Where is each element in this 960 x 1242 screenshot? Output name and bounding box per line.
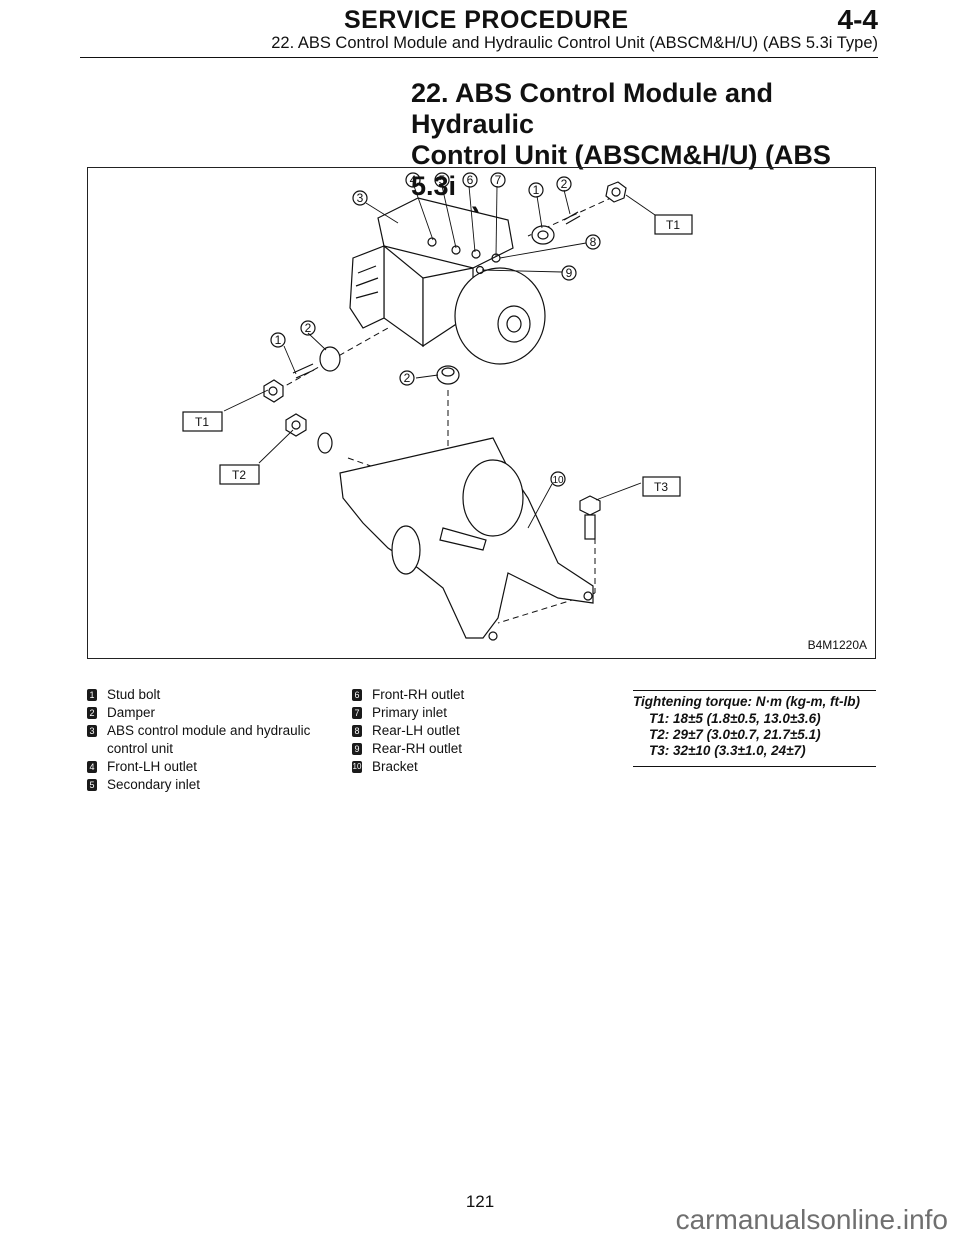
chapter-number: 4-4 bbox=[837, 4, 878, 35]
legend-marker: 7 bbox=[352, 707, 362, 719]
tag-t3: T3 bbox=[654, 480, 668, 494]
torque-tag-labels: T1 T1 T2 T3 bbox=[195, 218, 680, 494]
legend-item: 5 Secondary inlet bbox=[87, 776, 317, 794]
legend-text: Front-LH outlet bbox=[107, 759, 198, 774]
tightening-torque-box: Tightening torque: N·m (kg-m, ft-lb) T1:… bbox=[633, 690, 876, 767]
figure-code: B4M1220A bbox=[807, 638, 867, 652]
left-fasteners-drawing bbox=[263, 346, 460, 454]
legend-marker: 10 bbox=[352, 761, 362, 773]
legend-text: Bracket bbox=[372, 759, 418, 774]
legend-column-2: 6 Front-RH outlet 7 Primary inlet 8 Rear… bbox=[352, 686, 582, 776]
legend-text: Rear-RH outlet bbox=[372, 741, 463, 756]
callout-9: 9 bbox=[566, 266, 573, 280]
callout-1-upper: 1 bbox=[533, 183, 540, 197]
legend-marker: 9 bbox=[352, 743, 362, 755]
callout-4: 4 bbox=[410, 173, 417, 187]
page-header: SERVICE PROCEDURE 4-4 22. ABS Control Mo… bbox=[80, 4, 878, 58]
legend-text: Primary inlet bbox=[372, 705, 448, 720]
legend-text: Rear-LH outlet bbox=[372, 723, 460, 738]
callout-1-left: 1 bbox=[275, 333, 282, 347]
torque-line-t3: T3: 32±10 (3.3±1.0, 24±7) bbox=[649, 743, 806, 758]
callout-8: 8 bbox=[590, 235, 597, 249]
page-number: 121 bbox=[465, 1192, 495, 1211]
callout-7: 7 bbox=[495, 173, 502, 187]
bracket-drawing bbox=[339, 437, 594, 641]
callout-2-upper: 2 bbox=[561, 177, 568, 191]
legend-item: 4 Front-LH outlet bbox=[87, 758, 317, 776]
callout-6: 6 bbox=[467, 173, 474, 187]
tag-t1-left: T1 bbox=[195, 415, 209, 429]
torque-line-t1: T1: 18±5 (1.8±0.5, 13.0±3.6) bbox=[649, 711, 821, 726]
exploded-diagram: 3 4 5 6 7 1 2 8 9 1 2 2 10 T1 T1 T2 T3 B bbox=[87, 167, 876, 659]
header-rule bbox=[80, 57, 878, 58]
legend-marker: 1 bbox=[87, 689, 97, 701]
legend-text: ABS control module and hydraulic control… bbox=[107, 723, 311, 756]
legend-item: 2 Damper bbox=[87, 704, 317, 722]
legend-marker: 3 bbox=[87, 725, 97, 737]
abs-hydraulic-unit-drawing bbox=[349, 197, 546, 365]
callout-3: 3 bbox=[357, 191, 364, 205]
legend-text: Damper bbox=[107, 705, 156, 720]
legend-marker: 4 bbox=[87, 761, 97, 773]
legend-text: Front-RH outlet bbox=[372, 687, 465, 702]
legend-marker: 5 bbox=[87, 779, 97, 791]
callout-10: 10 bbox=[552, 475, 564, 486]
title-line-1: 22. ABS Control Module and Hydraulic bbox=[411, 78, 774, 139]
torque-heading: Tightening torque: N·m (kg-m, ft-lb) bbox=[633, 694, 860, 709]
leader-lines bbox=[223, 185, 656, 529]
title-line-2: Control Unit (ABSCM&H/U) (ABS 5.3i bbox=[411, 140, 831, 201]
tag-t1-upper: T1 bbox=[666, 218, 680, 232]
torque-line-t2: T2: 29±7 (3.0±0.7, 21.7±5.1) bbox=[649, 727, 821, 742]
legend-marker: 8 bbox=[352, 725, 362, 737]
legend-item: 8 Rear-LH outlet bbox=[352, 722, 582, 740]
callout-2-left: 2 bbox=[305, 321, 312, 335]
watermark: carmanualsonline.info bbox=[675, 1204, 948, 1235]
header-subtitle: 22. ABS Control Module and Hydraulic Con… bbox=[271, 34, 878, 52]
legend-column-1: 1 Stud bolt 2 Damper 3 ABS control modul… bbox=[87, 686, 317, 794]
legend-marker: 2 bbox=[87, 707, 97, 719]
t3-bolt-drawing bbox=[579, 495, 601, 540]
callout-2-center: 2 bbox=[404, 371, 411, 385]
legend-item: 3 ABS control module and hydraulic contr… bbox=[87, 722, 317, 758]
callout-markers bbox=[270, 172, 601, 487]
legend-marker: 6 bbox=[352, 689, 362, 701]
callout-5: 5 bbox=[439, 173, 446, 187]
section-title: SERVICE PROCEDURE bbox=[344, 6, 629, 34]
upper-fasteners-drawing bbox=[531, 181, 627, 245]
tag-t2: T2 bbox=[232, 468, 246, 482]
legend-item: 7 Primary inlet bbox=[352, 704, 582, 722]
legend-item: 9 Rear-RH outlet bbox=[352, 740, 582, 758]
legend-item: 10 Bracket bbox=[352, 758, 582, 776]
exploded-diagram-svg: 3 4 5 6 7 1 2 8 9 1 2 2 10 T1 T1 T2 T3 bbox=[182, 172, 693, 641]
callout-labels: 3 4 5 6 7 1 2 8 9 1 2 2 10 bbox=[275, 173, 597, 486]
legend-text: Stud bolt bbox=[107, 687, 161, 702]
legend-item: 1 Stud bolt bbox=[87, 686, 317, 704]
legend-item: 6 Front-RH outlet bbox=[352, 686, 582, 704]
torque-tag-boxes bbox=[182, 214, 693, 497]
legend-text: Secondary inlet bbox=[107, 777, 201, 792]
